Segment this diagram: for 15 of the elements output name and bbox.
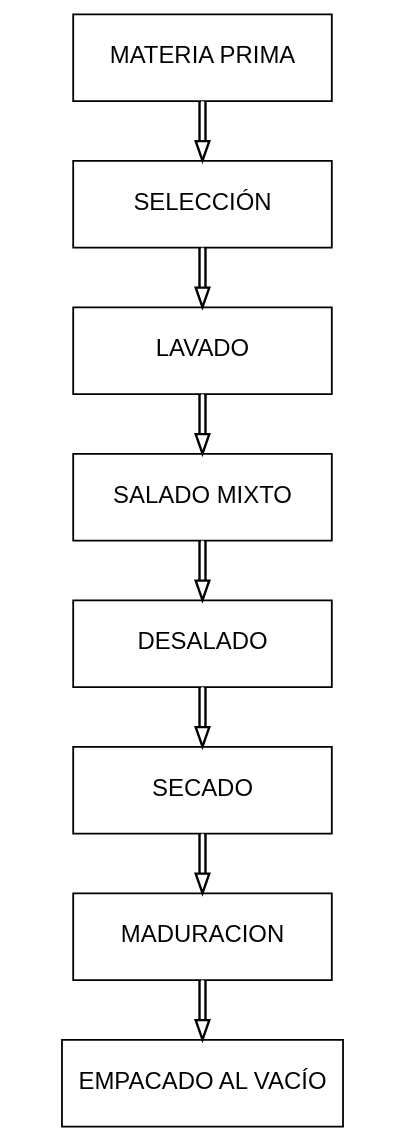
arrow [193, 687, 211, 751]
node-box: SALADO MIXTO [71, 453, 333, 542]
node-box: SECADO [71, 746, 333, 835]
node-box: MADURACION [71, 892, 333, 981]
arrow [193, 247, 211, 311]
node-box: DESALADO [71, 599, 333, 688]
arrow [193, 101, 211, 165]
node-box: SELECCIÓN [71, 160, 333, 249]
arrow [193, 394, 211, 458]
arrow [193, 980, 211, 1044]
node-box: EMPACADO AL VACÍO [60, 1039, 344, 1128]
arrow [193, 833, 211, 897]
node-box: MATERIA PRIMA [71, 13, 333, 102]
node-box: LAVADO [71, 306, 333, 395]
arrow [193, 540, 211, 604]
